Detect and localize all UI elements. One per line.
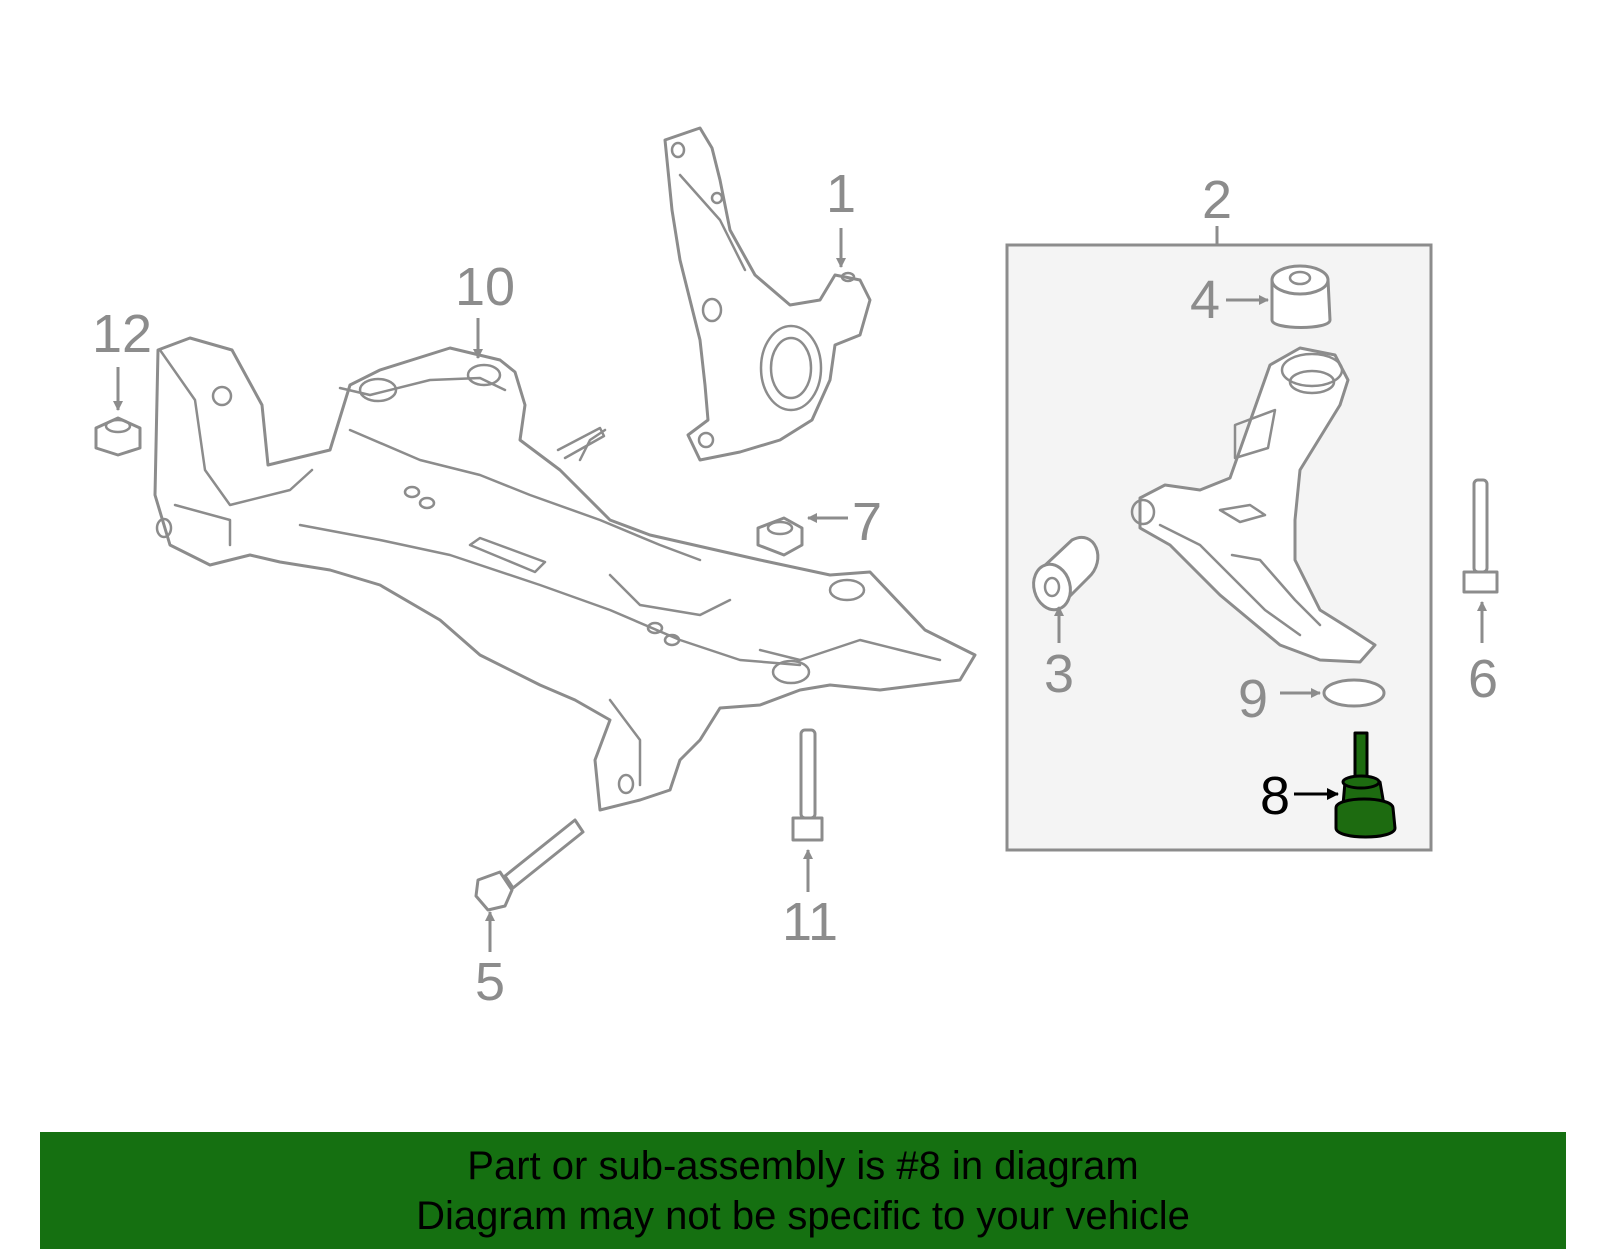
subframe-crossmember <box>153 336 977 812</box>
callout-5: 5 <box>475 952 505 1012</box>
bolt-vertical-center <box>791 728 824 842</box>
lower-control-arm <box>1130 346 1377 664</box>
callout-3: 3 <box>1044 644 1074 704</box>
snap-ring <box>1322 678 1386 708</box>
banner-line-part-number: Part or sub-assembly is #8 in diagram <box>467 1144 1139 1188</box>
callout-1: 1 <box>826 164 856 224</box>
banner-line-disclaimer: Diagram may not be specific to your vehi… <box>416 1194 1190 1238</box>
callout-4: 4 <box>1190 270 1220 330</box>
info-banner: Part or sub-assembly is #8 in diagram Di… <box>40 1132 1566 1249</box>
ball-joint-highlighted <box>1334 731 1397 839</box>
callout-11: 11 <box>782 892 838 952</box>
callout-9: 9 <box>1238 669 1268 729</box>
callout-7: 7 <box>852 492 882 552</box>
callout-8-highlighted: 8 <box>1260 766 1290 826</box>
bolt-angled <box>474 818 585 912</box>
callout-12: 12 <box>92 304 152 364</box>
callout-2: 2 <box>1202 170 1232 230</box>
bushing-rear <box>1270 264 1332 329</box>
hex-nut <box>94 416 142 457</box>
bushing-front <box>1032 536 1100 612</box>
steering-knuckle <box>663 126 872 462</box>
callout-6: 6 <box>1468 649 1498 709</box>
callout-10: 10 <box>455 257 515 317</box>
bolt-vertical-right <box>1462 478 1499 594</box>
flange-nut <box>756 516 804 557</box>
